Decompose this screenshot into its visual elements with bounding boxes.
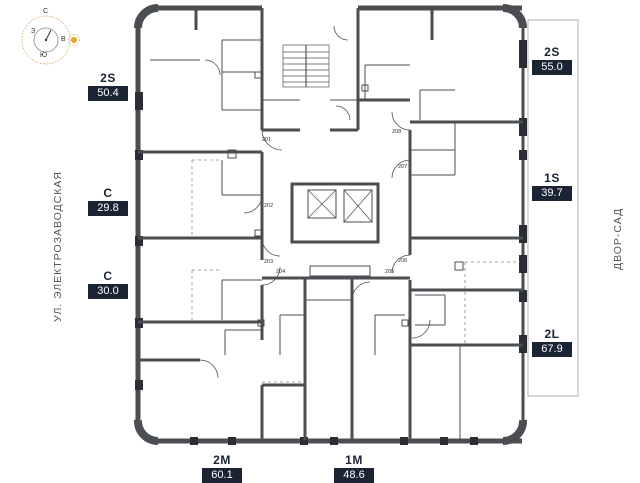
apartment-area: 48.6 <box>334 468 374 483</box>
apartment-label[interactable]: 2M 60.1 <box>202 452 242 483</box>
apartment-area: 29.8 <box>88 201 128 216</box>
compass <box>21 15 80 65</box>
compass-inner <box>33 27 59 53</box>
apartment-label[interactable]: 1M 48.6 <box>334 452 374 483</box>
room-number: 207 <box>398 164 408 170</box>
room-number: 204 <box>276 269 286 275</box>
apartment-area: 30.0 <box>88 284 128 299</box>
compass-south: Ю <box>40 52 48 59</box>
street-label-left: УЛ. ЭЛЕКТРОЗАВОДСКАЯ <box>52 171 64 322</box>
sun-icon <box>71 37 77 43</box>
apartment-area: 60.1 <box>202 468 242 483</box>
apartment-type: 1M <box>345 453 363 467</box>
room-number: 203 <box>264 259 274 265</box>
apartment-type: C <box>103 186 113 200</box>
room-number: 201 <box>262 137 272 143</box>
elevator-core <box>290 182 380 277</box>
room-number: 205 <box>385 269 395 275</box>
apartment-label[interactable]: C 29.8 <box>88 185 128 216</box>
room-number: 206 <box>398 258 408 264</box>
compass-east: В <box>61 36 66 43</box>
apartment-area: 39.7 <box>532 186 572 201</box>
compass-west: З <box>31 28 36 35</box>
dashed-lines <box>191 159 520 383</box>
room-number: 202 <box>264 203 274 209</box>
street-label-right: ДВОР-САД <box>612 207 624 270</box>
apartment-type: C <box>103 269 113 283</box>
staircase <box>282 44 330 88</box>
window-marks <box>135 40 527 445</box>
apartment-label[interactable]: 1S 39.7 <box>532 170 572 201</box>
apartment-area: 50.4 <box>88 86 128 101</box>
compass-north: С <box>43 8 49 15</box>
apartment-type: 2M <box>213 453 231 467</box>
apartment-type: 2S <box>544 45 560 59</box>
apartment-label[interactable]: 2S 50.4 <box>88 70 128 101</box>
fixtures <box>227 71 464 327</box>
compass-ring <box>21 15 71 65</box>
apartment-label[interactable]: 2L 67.9 <box>532 326 572 357</box>
interior-walls <box>138 8 523 440</box>
balcony <box>527 19 579 397</box>
apartment-type: 2L <box>544 327 560 341</box>
room-number: 208 <box>392 129 402 135</box>
outer-walls <box>134 4 527 446</box>
apartment-label[interactable]: C 30.0 <box>88 268 128 299</box>
apartment-area: 55.0 <box>532 60 572 75</box>
apartment-label[interactable]: 2S 55.0 <box>532 44 572 75</box>
apartment-type: 1S <box>544 171 560 185</box>
door-swings <box>199 25 431 379</box>
compass-needle <box>45 29 52 41</box>
apartment-type: 2S <box>100 71 116 85</box>
partitions <box>150 39 461 440</box>
apartment-area: 67.9 <box>532 342 572 357</box>
